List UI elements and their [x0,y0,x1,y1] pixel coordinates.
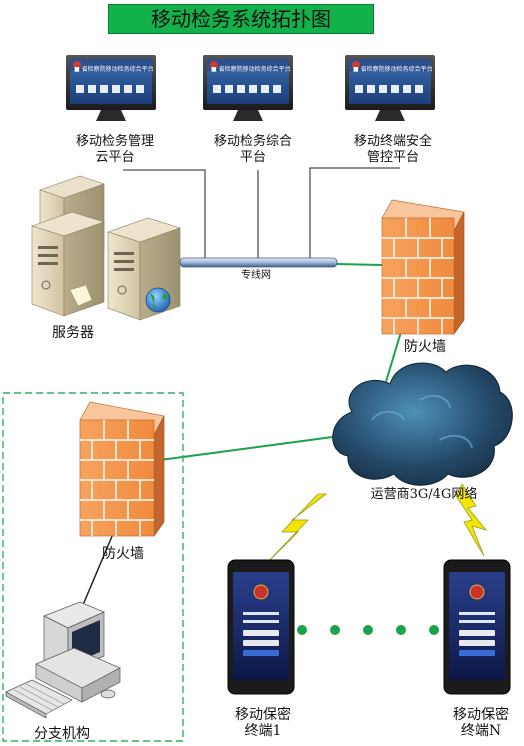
branch-area [2,392,184,742]
terminal-ellipsis-dots [297,625,439,635]
platform-3-label-line1: 移动终端安全 [353,134,432,149]
platform-1-label-line2: 云平台 [95,150,135,165]
carrier-cloud-icon [332,362,513,486]
platform-monitor-3 [345,55,435,121]
diagram-title: 移动检务系统拓扑图 [108,4,374,34]
terminal-phone-1 [227,559,295,695]
globe-icon [145,287,171,313]
firewall-top-label: 防火墙 [404,339,446,355]
platform-1-screen-text: ■ 省检察院移动检务综合平台 [74,66,154,73]
platform-1-label-line1: 移动检务管理 [75,134,154,149]
servers-label: 服务器 [52,325,94,341]
server-cluster [31,175,181,321]
firewall-top-icon [381,199,465,336]
terminal-n-label-line1: 移动保密 [453,707,509,723]
server-left [31,211,105,317]
platform-3-label: 移动终端安全 管控平台 [345,134,441,166]
platform-3-screen-text: ■ 省检察院移动检务综合平台 [353,66,433,73]
platform-2-label-line2: 平台 [239,150,266,165]
terminal-n-label-line2: 终端N [460,723,502,739]
platform-1-label: 移动检务管理 云平台 [66,134,164,166]
branch-pc-icon [5,601,121,719]
platform-2-screen-text: ■ 省检察院移动检务综合平台 [211,66,291,73]
platform-2-label: 移动检务综合 平台 [206,134,300,166]
firewall-left-icon [79,401,165,538]
platform-monitor-1 [66,55,156,121]
terminal-1-label-line1: 移动保密 [235,707,291,723]
terminal-1-label-line2: 终端1 [244,723,282,739]
carrier-network-label: 运营商3G/4G网络 [370,487,478,502]
firewall-left-label: 防火墙 [102,546,144,562]
platform-3-label-line2: 管控平台 [366,150,419,165]
wireless-link-right-icon [455,483,488,557]
terminal-1-label: 移动保密 终端1 [226,707,300,739]
leased-line-label: 专线网 [241,270,271,281]
platform-connectors [123,167,400,261]
branch-label: 分支机构 [34,726,90,742]
platform-2-label-line1: 移动检务综合 [213,134,292,149]
terminal-n-label: 移动保密 终端N [444,707,518,739]
leased-line-pipe [179,257,338,268]
terminal-phone-n [443,559,511,695]
wireless-link-left-icon [261,493,328,569]
platform-monitor-2 [203,55,293,121]
branch-link [79,521,119,613]
